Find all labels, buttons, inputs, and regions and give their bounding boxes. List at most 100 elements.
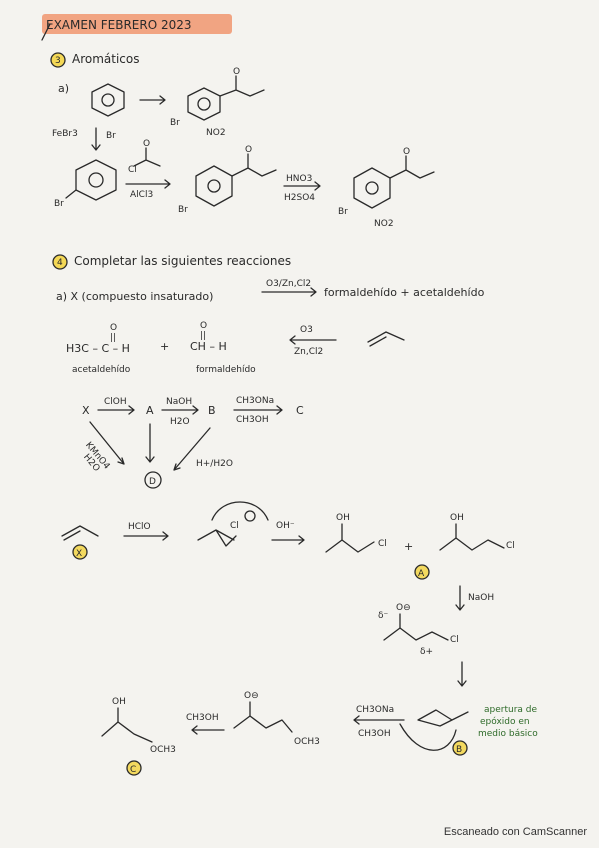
hclo-label: HClO [128,522,151,532]
ch3oh-label-b: CH3OH [358,729,391,739]
alkoxide-2 [233,715,293,733]
ch3oh-label: CH3OH [236,415,269,425]
b-circle [452,740,468,756]
h2so4-label: H2SO4 [284,193,315,203]
arrow-4 [261,287,317,297]
target-molecule-1 [187,75,265,121]
chlorohydrin-2 [439,537,505,551]
scheme-x: X [82,404,90,417]
arrow-ch3ona [353,715,405,725]
ketone-o-4: O [403,147,410,157]
scheme-c: C [296,404,304,417]
benzene-ring-1 [91,83,125,117]
arrow-2 [125,179,171,189]
formaldehyde-formula: CH – H [190,340,227,353]
ketone-o-3: O [245,145,252,155]
ch3ona-label-b: CH3ONa [356,705,394,715]
acetaldehyde-name: acetaldehído [72,365,131,375]
arrow-1 [139,95,166,105]
note-medio: medio básico [478,729,538,739]
chlorohydrin-2-oh: OH [450,513,464,523]
open-arrow [399,723,457,751]
section4-number: 4 [57,258,63,268]
section4-part-a: a) X (compuesto insaturado) [56,290,213,303]
h2o-label: H2O [170,417,190,427]
delta-minus: δ⁻ [378,611,389,621]
product-c [101,721,153,743]
products-label: formaldehído + acetaldehído [324,286,485,299]
section3-badge [51,53,65,67]
page-title: EXAMEN FEBRERO 2023 [46,18,192,32]
b-badge [453,741,467,755]
section4-badge [53,255,67,269]
arrow-naoh [455,585,465,611]
alkoxide-o: O⊖ [396,603,411,613]
final-molecule [353,155,435,209]
delta-plus: δ+ [420,647,433,657]
acetaldehyde-formula: H3C – C – H [66,342,130,355]
b-label: B [456,745,462,755]
c-label: C [130,765,136,775]
br-label-1: Br [170,118,180,128]
acetaldehyde-double-bond: || [110,333,116,343]
arrow-x-d [89,421,125,465]
chlorohydrin-1 [325,539,375,553]
scanner-watermark: Escaneado con CamScanner [443,826,587,838]
arrow-b-c [233,405,283,415]
formaldehyde-name: formaldehído [196,365,256,375]
section3-title: Aromáticos [72,52,140,66]
propene-2 [61,525,99,537]
br-label-2: Br [54,199,64,209]
br-reagent: Br [106,131,116,141]
arrow-ch3oh [191,725,225,735]
arrow-3 [283,181,321,191]
naoh-label-b: NaOH [468,593,494,603]
ketone-o-2: O [143,139,150,149]
alkoxide [383,627,449,641]
acetaldehyde-o: O [110,323,117,333]
och3-label-b: OCH3 [150,745,176,755]
d-circle [144,471,162,489]
scheme-d: D [149,477,156,487]
ketone-o-1: O [233,67,240,77]
arrow-oh [271,535,305,545]
section3-circle [50,52,66,68]
chloronium-charge [244,510,256,522]
o3-label: O3/Zn,Cl2 [266,279,311,289]
hno3-label: HNO3 [286,174,312,184]
chlorohydrin-2-cl: Cl [506,541,515,551]
o3-label-b: O3 [300,325,313,335]
section3-number: 3 [55,56,61,66]
cl-label: Cl [128,165,137,175]
a-badge [415,565,429,579]
arrow-down-1 [91,127,101,151]
propene-2-double [63,530,81,541]
propene-1 [367,331,405,343]
chlorohydrin-1-oh: OH [336,513,350,523]
formaldehyde-o: O [200,321,207,331]
arrow-a-d [145,423,155,463]
no2-label-2: NO2 [374,219,394,229]
scheme-a: A [146,404,154,417]
plus-1: + [160,340,169,353]
note-apertura: apertura de [484,705,537,715]
chloronium [197,529,237,547]
alkoxide-2-o: O⊖ [244,691,259,701]
x-badge [73,545,87,559]
section4-title: Completar las siguientes reacciones [74,254,291,268]
h-h2o-label: H+/H2O [196,459,233,469]
title-tick [41,23,51,41]
no2-label-1: NO2 [206,128,226,138]
c-badge [127,761,141,775]
formaldehyde-double-bond: || [200,331,206,341]
arrow-epoxide [457,661,467,687]
naoh-label: NaOH [166,397,192,407]
intermediate-molecule [195,153,277,207]
br-label-4: Br [338,207,348,217]
och3-label: OCH3 [294,737,320,747]
febr3-label: FeBr3 [52,129,78,139]
attack-arrow [211,501,269,521]
section3-part-a: a) [58,82,69,95]
ch3ona-label: CH3ONa [236,396,274,406]
propene-1-double [369,336,387,347]
